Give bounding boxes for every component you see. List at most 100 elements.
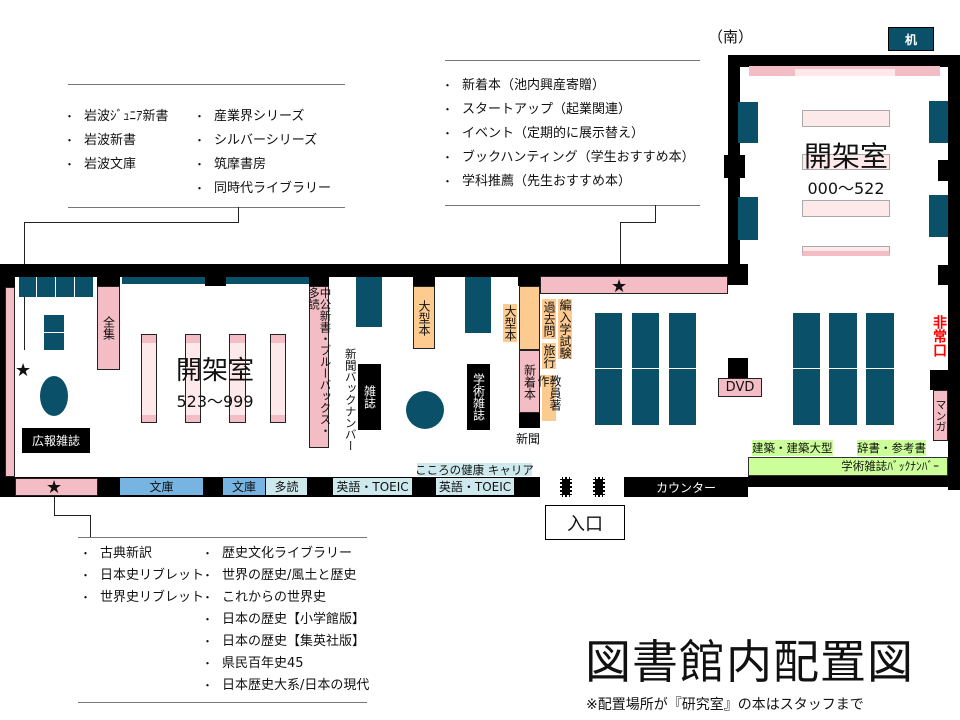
desk-legend: 机 [888, 27, 934, 51]
list-item: 岩波ｼﾞｭﾆｱ新書 [64, 105, 168, 129]
shelf [270, 334, 286, 423]
shelf [519, 286, 540, 350]
dvd-player [728, 358, 748, 378]
door[interactable] [593, 477, 605, 497]
list-item: これからの世界史 [202, 587, 369, 609]
top-left-list-1: 岩波ｼﾞｭﾆｱ新書 岩波新書 岩波文庫 [64, 105, 169, 177]
label-eigo-1: 英語・TOEIC [333, 478, 412, 495]
label-shinchaku: 新着本 [519, 350, 540, 413]
list-item: 歴史文化ライブラリー [202, 543, 369, 565]
list-item: 同時代ライブラリー [194, 177, 331, 201]
list-item: 世界の歴史/風土と歴史 [202, 565, 369, 587]
pillar [938, 265, 950, 285]
label-kyoin: 教員著作 [536, 375, 562, 421]
list-item: 日本の歴史【集英社版】 [202, 631, 369, 653]
shelf [802, 110, 890, 127]
list-item: 県民百年史45 [202, 653, 369, 675]
wall [748, 476, 960, 487]
pillar [724, 155, 745, 178]
desk [669, 313, 696, 425]
pillar [727, 264, 748, 285]
label-kouhou: 広報雑誌 [22, 428, 90, 453]
shelf [185, 334, 201, 423]
top-right-list: 新着本（池内興産寄贈） スタートアップ（起業関連） イベント（定期的に展示替え）… [442, 74, 695, 194]
list-item: 産業界シリーズ [194, 105, 331, 129]
divider [445, 60, 700, 61]
list-item: 筑摩書房 [194, 153, 331, 177]
label-bunko-1: 文庫 [120, 478, 203, 495]
label-zasshi: 雑誌 [358, 364, 381, 430]
pillar [519, 413, 540, 428]
list-item: 古典新訳 [80, 543, 204, 565]
label-kokoro: こころの健康 キャリア [415, 462, 534, 477]
divider [78, 537, 367, 538]
shelf [122, 277, 205, 284]
desk [44, 315, 64, 350]
label-hennyu: 編入学試験 [558, 299, 572, 359]
top-left-list-2: 産業界シリーズ シルバーシリーズ 筑摩書房 同時代ライブラリー [194, 105, 331, 201]
bottom-list-2: 歴史文化ライブラリー 世界の歴史/風土と歴史 これからの世界史 日本の歴史【小学… [202, 543, 369, 697]
desk [793, 313, 820, 425]
wall [948, 55, 960, 490]
room-name-left: 開架室 [175, 356, 254, 386]
desk [595, 313, 622, 425]
shelf [540, 276, 728, 294]
callout-line [90, 515, 91, 537]
label-shinbun: 新聞 [516, 432, 541, 446]
list-item: ブックハンティング（学生おすすめ本） [442, 146, 695, 170]
divider [445, 205, 700, 206]
list-item: 日本歴史大系/日本の現代 [202, 675, 369, 697]
list-item: 新着本（池内興産寄贈） [442, 74, 695, 98]
page-title: 図書館内配置図 [585, 635, 914, 689]
label-tadoku: 多読 [266, 478, 307, 495]
callout-line [655, 205, 656, 222]
star-icon: ★ [15, 360, 32, 381]
shelf [141, 334, 157, 423]
desk [929, 101, 948, 143]
label-shinbun-back: 新聞バックナンバー [343, 348, 358, 452]
desk [632, 313, 659, 425]
list-item: 世界史リブレット [80, 587, 204, 609]
pillar [309, 277, 329, 286]
shelf [465, 277, 491, 333]
desk [866, 313, 894, 425]
shelf [795, 69, 895, 76]
callout-line [620, 222, 656, 223]
label-manga: マンガ [933, 390, 948, 441]
room-range-right: 000～522 [807, 179, 885, 198]
callout-line [54, 497, 55, 515]
callout-line [620, 222, 621, 277]
note: ※配置場所が『研究室』の本はスタッフまで [586, 697, 864, 713]
label-exit: 非常口 [931, 315, 947, 357]
counter: カウンター [624, 477, 748, 497]
list-item: 岩波新書 [64, 129, 169, 153]
room-range-left: 523～999 [176, 392, 254, 411]
label-chuko: 中公新書・ブルーバックス・多読 [307, 286, 333, 448]
divider [68, 84, 345, 85]
pillar [205, 277, 226, 286]
label-kenchiku: 建築・建築大型 [752, 440, 833, 456]
shelf [5, 287, 15, 477]
label-eigo-2: 英語・TOEIC [436, 478, 514, 495]
list-item: 岩波文庫 [64, 153, 169, 177]
star-icon: ★ [611, 276, 628, 297]
divider [68, 207, 345, 208]
star-icon: ★ [46, 477, 63, 498]
callout-line [238, 207, 239, 222]
callout-line [24, 222, 239, 223]
shelf [802, 154, 890, 170]
door[interactable] [560, 477, 572, 497]
pillar [97, 277, 120, 286]
callout-line [54, 515, 90, 516]
list-item: 日本史リブレット [80, 565, 204, 587]
round-table [40, 376, 68, 416]
label-ogata-2: 大型本 [503, 304, 517, 342]
pillar [930, 370, 948, 390]
label-gakujutsu: 学術雑誌 [467, 364, 490, 430]
divider [78, 702, 367, 703]
label-ogata-1: 大型本 [413, 286, 435, 349]
pillar [518, 277, 540, 286]
bottom-list-1: 古典新訳 日本史リブレット 世界史リブレット [80, 543, 204, 609]
direction-label: （南） [708, 28, 754, 46]
label-bunko-2: 文庫 [223, 478, 265, 495]
